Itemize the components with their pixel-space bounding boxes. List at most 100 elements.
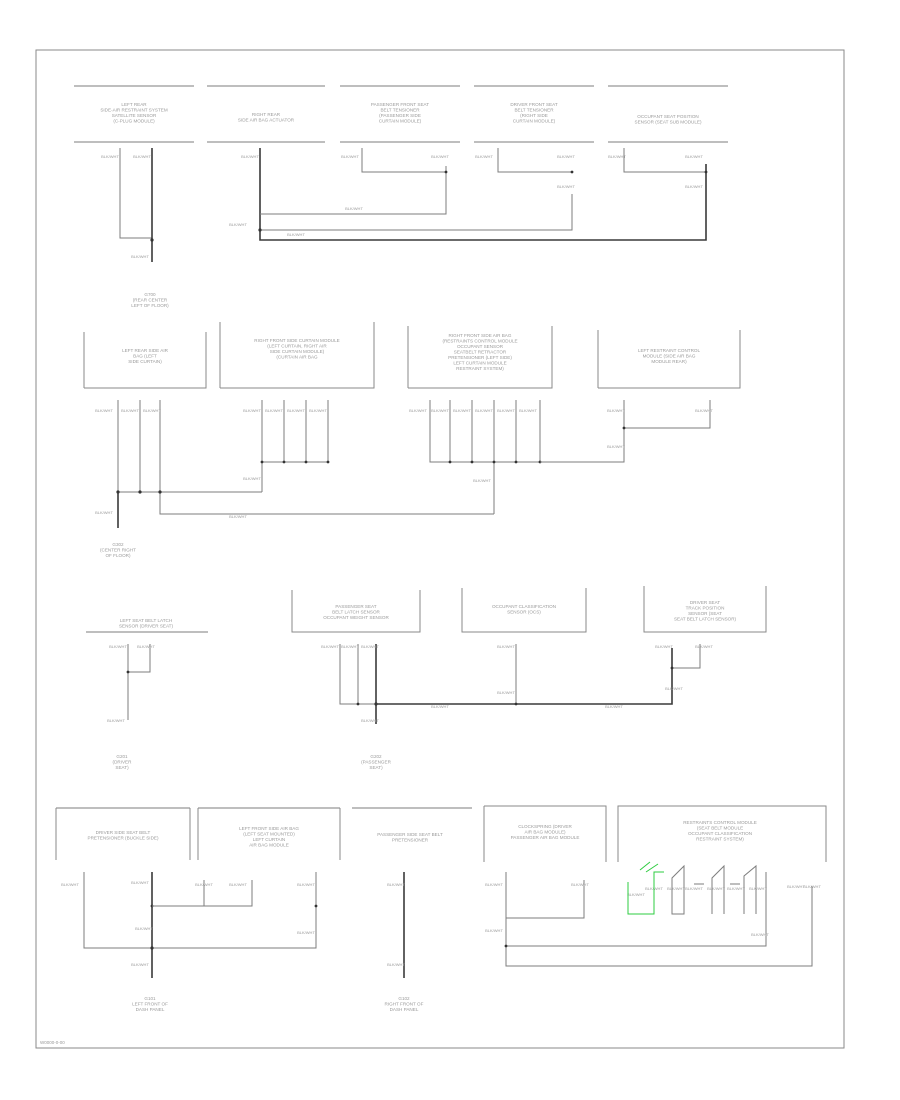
pin-label: BLK/WHT [571, 882, 589, 887]
pin-label: BLK/WHT [133, 154, 151, 159]
pin-label: BLK/WHT [361, 718, 379, 723]
pin-label: BLK/WHT [265, 408, 283, 413]
svg-text:BLK/WHT: BLK/WHT [749, 886, 767, 891]
figure-code: W0000-0-00 [40, 1040, 65, 1045]
pin-label: BLK/WHT [485, 928, 503, 933]
svg-text:BLK/WHT: BLK/WHT [685, 886, 703, 891]
pin-label: BLK/WHT [131, 880, 149, 885]
pin-label: BLK/WHT [497, 690, 515, 695]
svg-text:BLK/WHT: BLK/WHT [667, 886, 685, 891]
pin-label: BLK/WHT [101, 154, 119, 159]
component-label: RIGHT FRONT SIDE AIR BAG(RESTRAINTS CONT… [442, 333, 517, 371]
pin-label: BLK/WHT [131, 962, 149, 967]
pin-label: BLK/WHT [685, 154, 703, 159]
pin-label: BLK/WHT [519, 408, 537, 413]
splice-label: BLK/WHT [229, 222, 247, 227]
pin-label: BLK/WHT [95, 510, 113, 515]
pin-label: BLK/WHT [143, 408, 161, 413]
svg-text:BLK/WHT: BLK/WHT [627, 892, 645, 897]
pin-label: BLK/WHT [287, 408, 305, 413]
pin-label: BLK/WHT [61, 882, 79, 887]
pin-label: BLK/WHT [695, 408, 713, 413]
pin-label: BLK/WHT [453, 408, 471, 413]
pin-label: BLK/WHT [655, 644, 673, 649]
pin-label: BLK/WHT [608, 154, 626, 159]
splice-label: BLK/WHT [605, 704, 623, 709]
pin-label: BLK/WHT [309, 408, 327, 413]
pin-label: BLK/WHT [475, 408, 493, 413]
pin-label: BLK/WHT [341, 644, 359, 649]
pin-label: BLK/WHT [135, 926, 153, 931]
pin-label: BLK/WHT [607, 444, 625, 449]
svg-text:BLK/WHT: BLK/WHT [727, 886, 745, 891]
pin-label: BLK/WHT [229, 882, 247, 887]
pin-label: BLK/WHT [607, 408, 625, 413]
pin-label: BLK/WHT [803, 884, 821, 889]
pin-label: BLK/WHT [341, 154, 359, 159]
pin-label: BLK/WHT [473, 478, 491, 483]
splice-label: BLK/WHT [229, 514, 247, 519]
pin-label: BLK/WHT [695, 644, 713, 649]
pin-label: BLK/WHT [557, 184, 575, 189]
component-label: LEFT FRONT SIDE AIR BAG(LEFT SEAT MOUNTE… [239, 826, 299, 848]
connector-block: BLK/WHT BLK/WHT BLK/WHT BLK/WHT BLK/WHT … [627, 861, 767, 915]
pin-label: BLK/WHT [751, 932, 769, 937]
pin-label: BLK/WHT [321, 644, 339, 649]
pin-label: BLK/WHT [107, 718, 125, 723]
pin-label: BLK/WHT [109, 644, 127, 649]
pin-label: BLK/WHT [665, 686, 683, 691]
pin-label: BLK/WHT [485, 882, 503, 887]
pin-label: BLK/WHT [387, 962, 405, 967]
pin-label: BLK/WHT [787, 884, 805, 889]
splice-label: BLK/WHT [345, 206, 363, 211]
splice-label: BLK/WHT [287, 232, 305, 237]
pin-label: BLK/WHT [685, 184, 703, 189]
pin-label: BLK/WHT [431, 408, 449, 413]
pin-label: BLK/WHT [409, 408, 427, 413]
pin-label: BLK/WHT [121, 408, 139, 413]
pin-label: BLK/WHT [497, 408, 515, 413]
pin-label: BLK/WHT [131, 254, 149, 259]
pin-label: BLK/WHT [557, 154, 575, 159]
pin-label: BLK/WHT [95, 408, 113, 413]
component-label: RIGHT FRONT SIDE CURTAIN MODULE(LEFT CUR… [254, 338, 339, 360]
pin-label: BLK/WHT [137, 644, 155, 649]
pin-label: BLK/WHT [475, 154, 493, 159]
diagram-frame [35, 49, 845, 1049]
pin-label: BLK/WHT [195, 882, 213, 887]
pin-label: BLK/WHT [431, 154, 449, 159]
pin-label: BLK/WHT [361, 644, 379, 649]
splice-label: BLK/WHT [431, 704, 449, 709]
pin-label: BLK/WHT [297, 930, 315, 935]
pin-label: BLK/WHT [243, 408, 261, 413]
pin-label: BLK/WHT [241, 154, 259, 159]
pin-label: BLK/WHT [297, 882, 315, 887]
pin-label: BLK/WHT [243, 476, 261, 481]
component-label: RESTRAINTS CONTROL MODULE(SEAT BELT MODU… [683, 820, 757, 842]
